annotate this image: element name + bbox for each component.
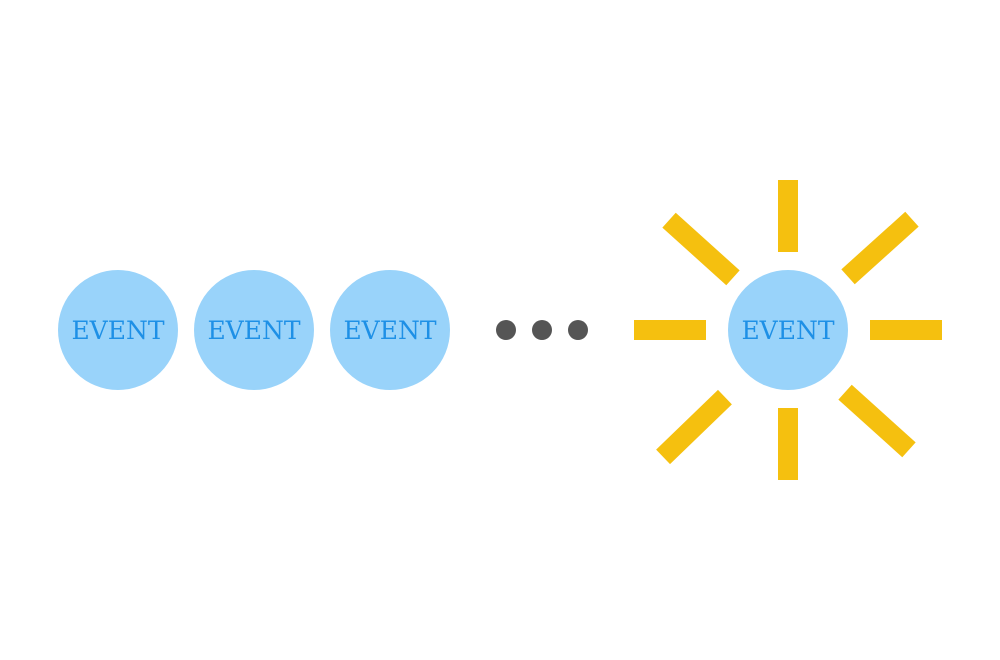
event-node-3: EVENT xyxy=(330,270,450,390)
burst-ray-right xyxy=(870,320,942,340)
burst-ray-top-right xyxy=(841,211,919,285)
event-label: EVENT xyxy=(343,315,437,345)
event-node-2: EVENT xyxy=(194,270,314,390)
burst-ray-left xyxy=(634,320,706,340)
event-label: EVENT xyxy=(741,315,835,345)
ellipsis-dot xyxy=(496,320,516,340)
burst-ray-top xyxy=(778,180,798,252)
event-label: EVENT xyxy=(71,315,165,345)
burst-ray-bottom xyxy=(778,408,798,480)
ellipsis-dot xyxy=(532,320,552,340)
ellipsis-dot xyxy=(568,320,588,340)
burst-ray-top-left xyxy=(662,212,740,286)
event-node-1: EVENT xyxy=(58,270,178,390)
event-label: EVENT xyxy=(207,315,301,345)
burst-ray-bottom-right xyxy=(838,384,916,458)
burst-ray-bottom-left xyxy=(656,389,732,465)
highlighted-event-node: EVENT xyxy=(728,270,848,390)
